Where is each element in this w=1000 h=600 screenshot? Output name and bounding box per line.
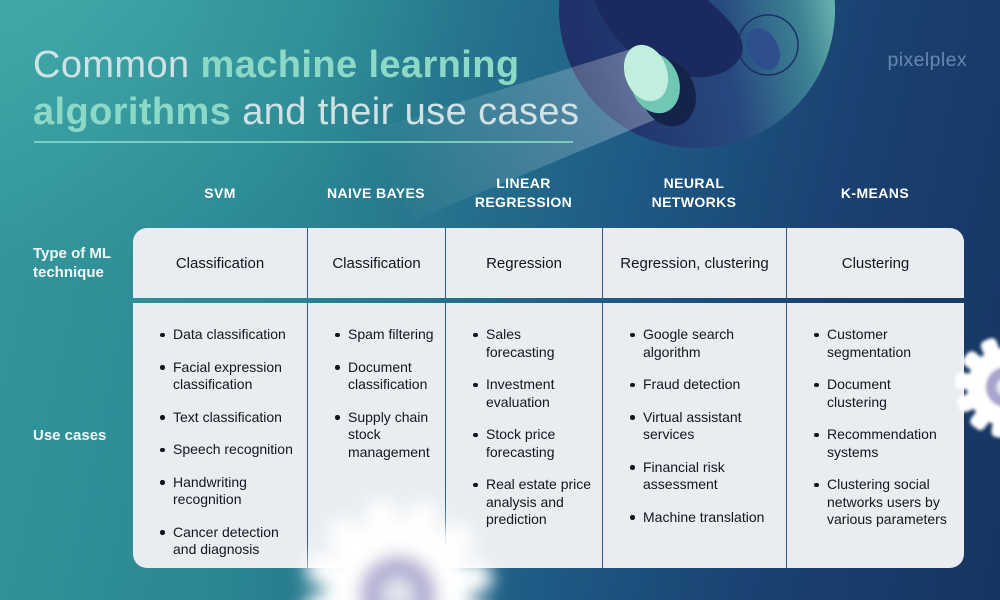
title-bold-1: machine learning [200,44,520,86]
use-case-item: Customer segmentation [814,326,954,361]
technique-cell-k-means: Clustering [786,228,964,298]
brand-logo: pixelplex [887,49,967,71]
helmet-ear-ring [737,14,799,76]
column-header-neural-networks: NEURAL NETWORKS [651,175,737,210]
title-underline [34,141,573,143]
row-label-use-cases: Use cases [33,427,107,444]
column-header-naive-bayes: NAIVE BAYES [326,184,426,201]
use-case-item: Cancer detection and diagnosis [160,524,297,559]
use-case-item: Recommendation systems [814,426,954,461]
use-case-item: Clustering social networks users by vari… [814,476,954,529]
column-header-row: SVM NAIVE BAYES LINEAR REGRESSION NEURAL… [133,164,964,222]
use-case-item: Financial risk assessment [630,459,776,494]
use-case-item: Investment evaluation [473,376,592,411]
use-case-item: Data classification [160,326,297,344]
technique-cell-svm: Classification [175,254,265,272]
helmet-ear-core [746,28,780,70]
use-case-item: Google search algorithm [630,326,776,361]
use-case-item: Supply chain stock management [335,409,435,462]
column-header-k-means: K-MEANS [840,184,910,201]
use-case-item: Real estate price analysis and predictio… [473,476,592,529]
title-bold-2: algorithms [33,91,232,133]
column-header-svm: SVM [204,184,236,201]
use-case-item: Text classification [160,409,297,427]
use-case-item: Handwriting recognition [160,474,297,509]
use-case-item: Fraud detection [630,376,776,394]
use-case-item: Stock price forecasting [473,426,592,461]
technique-cell-linear-regression: Regression [445,228,602,298]
use-case-item: Document classification [335,359,435,394]
use-case-item: Machine translation [630,509,776,527]
technique-cell-neural-networks: Regression, clustering [602,228,786,298]
title-regular-1: Common [33,44,201,86]
use-case-item: Sales forecasting [473,326,592,361]
technique-cell-naive-bayes: Classification [307,228,445,298]
use-case-item: Facial expression classification [160,359,297,394]
technique-row: Classification Classification Regression… [133,228,964,298]
row-label-technique: Type of ML technique [33,245,112,281]
use-case-item: Speech recognition [160,441,297,459]
column-header-linear-regression: LINEAR REGRESSION [474,175,573,210]
use-case-item: Virtual assistant services [630,409,776,444]
page-title: Common machine learning algorithms and t… [33,42,653,136]
title-regular-2: and their use cases [231,91,580,133]
use-case-item: Spam filtering [335,326,435,344]
use-case-item: Document clustering [814,376,954,411]
